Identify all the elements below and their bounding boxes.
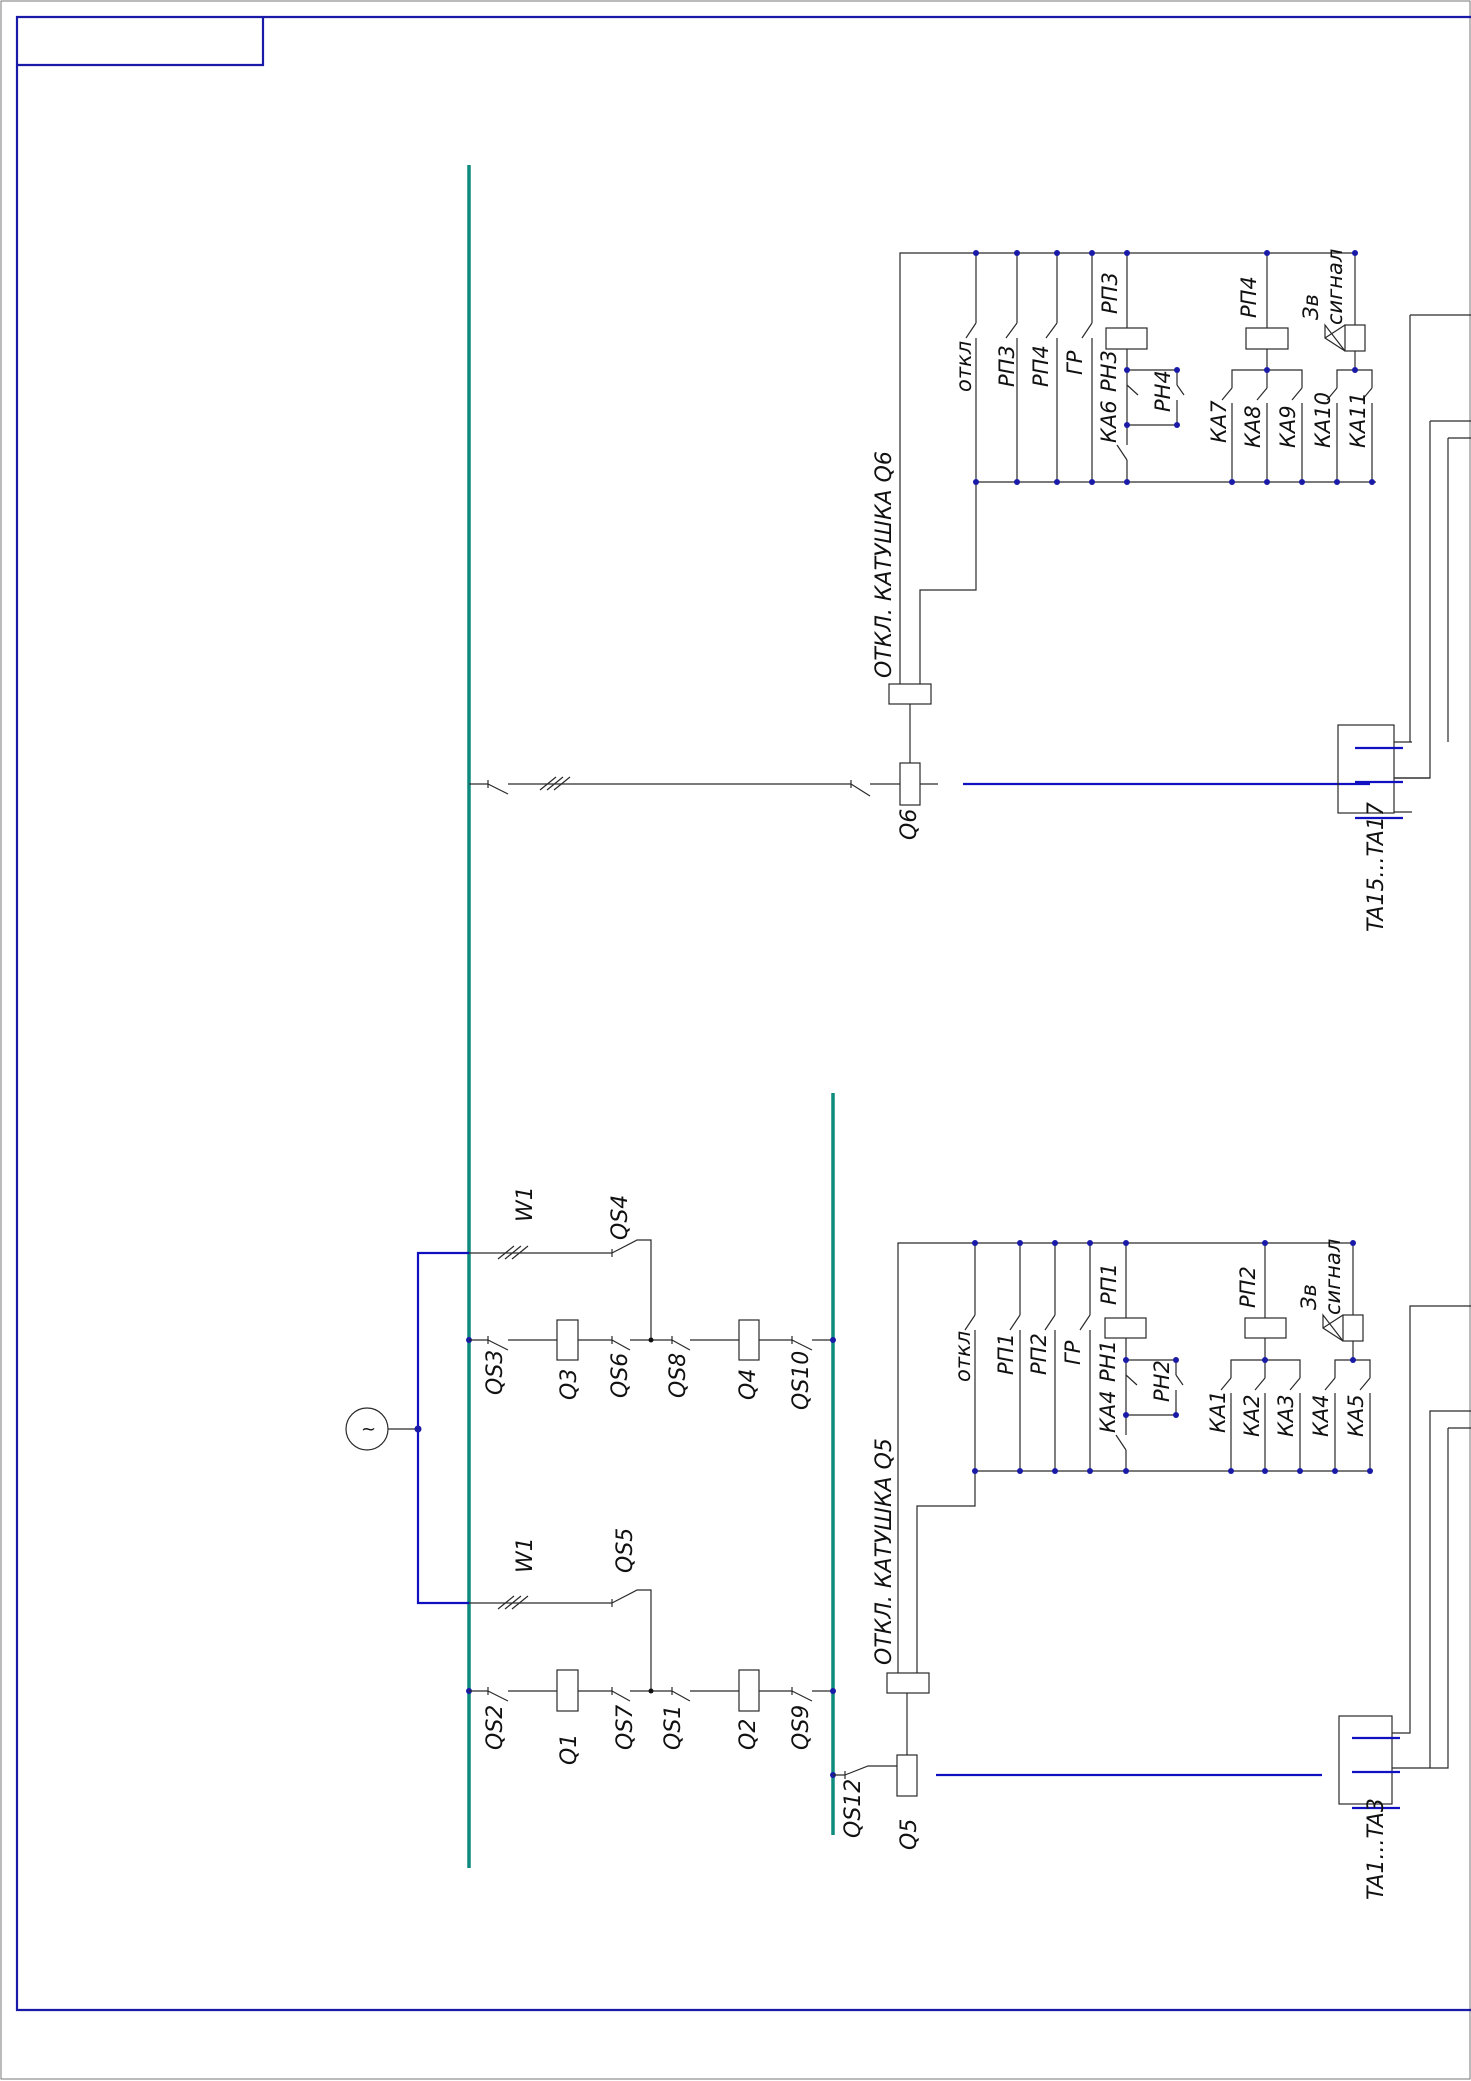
label-qs5: QS5 xyxy=(613,1528,638,1573)
relay-coil-rp2 xyxy=(1244,1317,1287,1339)
label-q3: Q3 xyxy=(557,1369,582,1400)
top-zv: Зв xyxy=(1299,294,1323,320)
label-ta-bottom: TA1...TA3 xyxy=(1364,1798,1389,1900)
label-qs7: QS7 xyxy=(613,1705,638,1750)
label-qs2: QS2 xyxy=(483,1705,508,1750)
bottom-ka2: КА2 xyxy=(1240,1394,1264,1437)
top-ka6: КА6 xyxy=(1097,400,1121,443)
top-ka9: КА9 xyxy=(1276,405,1300,448)
bottom-otkl: откл xyxy=(951,1331,975,1382)
label-w1-bottom: W1 xyxy=(513,1537,538,1573)
bottom-ka5: КА5 xyxy=(1344,1394,1368,1437)
label-q6: Q6 xyxy=(897,809,922,840)
breaker-q2 xyxy=(738,1669,760,1712)
trip-coil-q5 xyxy=(886,1672,930,1694)
top-ka8: КА8 xyxy=(1241,405,1265,448)
top-rp3-coil: РП3 xyxy=(1098,272,1122,314)
generator-feed-line xyxy=(416,1251,469,1605)
bottom-rp1-coil: РП1 xyxy=(1097,1263,1121,1305)
breaker-q3 xyxy=(556,1319,579,1361)
ct-block-bottom xyxy=(1338,1715,1393,1805)
top-ka10: КА10 xyxy=(1311,392,1335,448)
label-w1-top: W1 xyxy=(513,1186,538,1222)
ct-block-top xyxy=(1337,724,1395,814)
bottom-zv: Зв xyxy=(1297,1284,1321,1310)
relay-coil-rp1 xyxy=(1104,1317,1147,1339)
bottom-rn2: РН2 xyxy=(1150,1360,1174,1402)
label-qs8: QS8 xyxy=(666,1353,691,1398)
bottom-rp1: РП1 xyxy=(994,1333,1018,1375)
label-ta-top: TA15...TA17 xyxy=(1364,802,1389,932)
top-otkl: откл xyxy=(952,341,976,392)
top-gr: ГР xyxy=(1063,350,1087,375)
bottom-signal: сигнал xyxy=(1321,1239,1345,1315)
top-rn4: РН4 xyxy=(1151,370,1175,412)
title-block-stub xyxy=(17,17,265,67)
buzzer-bottom xyxy=(1342,1314,1364,1342)
label-qs1: QS1 xyxy=(661,1705,686,1750)
breaker-q6 xyxy=(899,762,921,806)
label-qs3: QS3 xyxy=(483,1350,508,1395)
label-qs9: QS9 xyxy=(789,1705,814,1750)
label-q2: Q2 xyxy=(736,1719,761,1750)
breaker-q4 xyxy=(738,1319,760,1361)
label-q1: Q1 xyxy=(557,1734,582,1765)
top-rp4: РП4 xyxy=(1029,345,1053,387)
drawing-frame xyxy=(15,15,1471,2012)
top-ka7: КА7 xyxy=(1207,400,1231,443)
top-signal: сигнал xyxy=(1323,249,1347,325)
label-qs10: QS10 xyxy=(789,1351,814,1410)
relay-coil-rp3 xyxy=(1105,327,1148,350)
bottom-gr: ГР xyxy=(1061,1340,1085,1365)
label-qs12: QS12 xyxy=(841,1779,866,1838)
bottom-ka1: КА1 xyxy=(1206,1390,1230,1433)
buzzer-top xyxy=(1344,324,1366,352)
top-rp3: РП3 xyxy=(995,345,1019,387)
relay-coil-rp4 xyxy=(1245,327,1289,350)
breaker-q5 xyxy=(896,1754,918,1797)
label-q4: Q4 xyxy=(736,1369,761,1400)
label-coil-q6: ОТКЛ. КАТУШКА Q6 xyxy=(872,451,897,678)
top-rn3: РН3 xyxy=(1097,350,1121,392)
trip-coil-q6 xyxy=(888,683,932,705)
label-coil-q5: ОТКЛ. КАТУШКА Q5 xyxy=(872,1438,897,1665)
bottom-ka4: КА4 xyxy=(1309,1394,1333,1437)
breaker-q1 xyxy=(556,1669,579,1712)
generator-tilde: ~ xyxy=(361,1419,376,1440)
bottom-ka4a: КА4 xyxy=(1096,1390,1120,1433)
bottom-ka3: КА3 xyxy=(1274,1394,1298,1437)
bottom-rn1: РН1 xyxy=(1096,1340,1120,1382)
top-rp4-coil: РП4 xyxy=(1237,276,1261,318)
label-qs6: QS6 xyxy=(608,1353,633,1398)
bottom-rp2-coil: РП2 xyxy=(1236,1266,1260,1308)
bottom-rp2: РП2 xyxy=(1027,1333,1051,1375)
label-qs4: QS4 xyxy=(608,1195,633,1240)
top-ka11: КА11 xyxy=(1346,392,1370,448)
label-q5: Q5 xyxy=(897,1819,922,1850)
